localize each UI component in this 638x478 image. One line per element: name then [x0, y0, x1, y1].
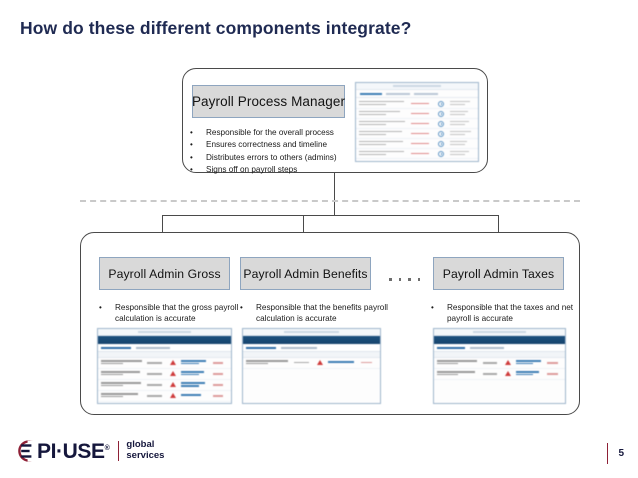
ellipsis-dot — [408, 278, 411, 281]
payroll-admin-benefits-bullets: • Responsible that the benefits payroll … — [240, 302, 390, 326]
bullet-glyph: • — [99, 303, 102, 312]
thumb-topbar — [98, 329, 231, 336]
table-row — [356, 119, 478, 129]
bullet-glyph: • — [431, 303, 434, 312]
thumb-topbar — [356, 83, 478, 90]
page-number: 5 — [618, 448, 624, 459]
thumb-toolbar — [98, 352, 231, 358]
thumb-rows — [434, 358, 565, 381]
logo-divider — [118, 441, 120, 461]
bullet-glyph: • — [190, 152, 193, 162]
ellipsis-indicator — [389, 278, 420, 281]
epi-use-wordmark: PI·USE® — [37, 439, 110, 463]
list-item: • Signs off on payroll steps — [190, 164, 298, 174]
thumb-subtabs — [98, 344, 231, 352]
logo-tagline: global services — [126, 440, 164, 461]
list-item: • Responsible that the taxes and net pay… — [431, 303, 574, 324]
table-row — [434, 369, 565, 381]
epi-use-logo: PI·USE® global services — [18, 434, 164, 468]
payroll-admin-gross-screenshot — [97, 328, 232, 404]
payroll-admin-taxes-chip[interactable]: Payroll Admin Taxes — [433, 257, 564, 290]
payroll-admin-gross-chip[interactable]: Payroll Admin Gross — [99, 257, 230, 290]
thumb-header-bar — [434, 336, 565, 344]
connector-bus — [162, 215, 499, 216]
bullet-glyph: • — [190, 164, 193, 174]
thumb-topbar — [243, 329, 380, 336]
page-number-rule — [606, 443, 609, 464]
connector-manager-stem — [334, 173, 335, 215]
list-item: • Ensures correctness and timeline — [190, 140, 328, 150]
table-row — [98, 391, 231, 403]
table-row — [356, 129, 478, 139]
payroll-process-manager-chip[interactable]: Payroll Process Manager — [192, 85, 345, 118]
thumb-toolbar — [243, 352, 380, 358]
page-number-group: 5 — [606, 443, 624, 464]
payroll-admin-gross-bullets: • Responsible that the gross payroll cal… — [99, 302, 247, 326]
thumb-header-bar — [98, 336, 231, 344]
thumb-subtabs — [434, 344, 565, 352]
thumb-rows — [243, 358, 380, 369]
list-item: • Distributes errors to others (admins) — [190, 152, 337, 162]
table-row — [98, 380, 231, 392]
payroll-process-manager-screenshot — [355, 82, 479, 162]
logo-tagline-line1: global — [126, 439, 155, 451]
bullet-glyph: • — [240, 303, 243, 312]
dashed-separator — [80, 200, 580, 202]
table-row — [356, 109, 478, 119]
ellipsis-dot — [398, 278, 401, 281]
epi-use-logo-mark-icon — [18, 440, 40, 462]
table-row — [98, 358, 231, 370]
table-row — [98, 369, 231, 381]
thumb-header-bar — [243, 336, 380, 344]
thumb-topbar — [434, 329, 565, 336]
payroll-admin-benefits-screenshot — [242, 328, 381, 404]
thumb-subtabs — [243, 344, 380, 352]
list-item: • Responsible that the benefits payroll … — [240, 303, 388, 324]
thumb-toolbar — [434, 352, 565, 358]
table-row — [434, 358, 565, 370]
list-item: • Responsible for the overall process — [190, 128, 334, 137]
payroll-admin-benefits-chip[interactable]: Payroll Admin Benefits — [240, 257, 371, 290]
table-row — [243, 358, 380, 369]
table-row — [356, 99, 478, 109]
list-item: • Responsible that the gross payroll cal… — [99, 303, 239, 324]
thumb-rows — [356, 98, 478, 159]
payroll-admin-taxes-bullets: • Responsible that the taxes and net pay… — [431, 302, 581, 326]
logo-tagline-line2: services — [126, 450, 165, 461]
registered-mark: ® — [104, 444, 110, 452]
ellipsis-dot — [417, 278, 420, 281]
bullet-glyph: • — [190, 128, 193, 137]
page-title: How do these different components integr… — [20, 18, 412, 38]
bullet-glyph: • — [190, 140, 193, 150]
thumb-rows — [98, 358, 231, 403]
thumb-tabs — [356, 90, 478, 98]
ellipsis-dot — [389, 278, 392, 281]
payroll-process-manager-bullets: • Responsible for the overall process • … — [190, 127, 355, 176]
payroll-admin-taxes-screenshot — [433, 328, 566, 404]
table-row — [356, 149, 478, 159]
table-row — [356, 139, 478, 149]
